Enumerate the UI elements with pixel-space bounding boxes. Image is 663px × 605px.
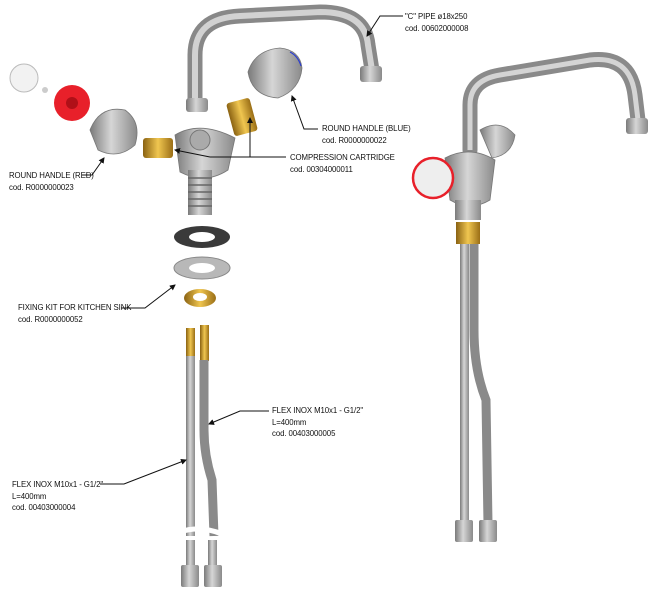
- flex-5-name: FLEX INOX M10x1 - G1/2": [272, 405, 364, 415]
- handle-blue-code: cod. R0000000022: [322, 134, 387, 145]
- flex-5-length: L=400mm: [272, 416, 307, 427]
- cartridge-name: COMPRESSION CARTRIDGE: [290, 152, 395, 162]
- compression-cartridge-top: [226, 98, 258, 136]
- handle-red-name: ROUND HANDLE (RED): [9, 170, 94, 180]
- label-fixing-kit: FIXING KIT FOR KITCHEN SINK cod. R000000…: [18, 302, 131, 325]
- label-handle-red: ROUND HANDLE (RED) cod. R0000000023: [9, 170, 94, 193]
- flex-4-name: FLEX INOX M10x1 - G1/2": [12, 479, 104, 489]
- fixing-kit-name: FIXING KIT FOR KITCHEN SINK: [18, 302, 132, 312]
- c-pipe-code: cod. 00602000008: [405, 22, 469, 33]
- fixing-kit: [173, 226, 231, 307]
- flex-4-length: L=400mm: [12, 490, 47, 501]
- assembled-faucet: [411, 51, 648, 542]
- c-pipe-name: "C" PIPE ø18x250: [405, 11, 468, 21]
- flex-hoses-exploded: [179, 325, 223, 587]
- handle-red-code: cod. R0000000023: [9, 181, 74, 192]
- label-cartridge: COMPRESSION CARTRIDGE cod. 00304000011: [290, 152, 395, 175]
- label-flex-4: FLEX INOX M10x1 - G1/2" L=400mm cod. 004…: [12, 479, 103, 514]
- label-handle-blue: ROUND HANDLE (BLUE) cod. R0000000022: [322, 123, 411, 146]
- round-handle-blue: [247, 47, 303, 99]
- flex-4-code: cod. 00403000004: [12, 502, 76, 512]
- fixing-kit-code: cod. R0000000052: [18, 313, 83, 324]
- valve-body: [174, 127, 236, 215]
- flex-5-code: cod. 00403000005: [272, 428, 336, 438]
- label-c-pipe: "C" PIPE ø18x250 cod. 00602000008: [405, 11, 468, 34]
- cartridge-code: cod. 00304000011: [290, 163, 353, 174]
- compression-cartridge-left: [143, 138, 173, 158]
- leader-lines: [82, 15, 403, 485]
- round-handle-red-parts: [9, 63, 138, 155]
- label-flex-5: FLEX INOX M10x1 - G1/2" L=400mm cod. 004…: [272, 405, 363, 440]
- handle-blue-name: ROUND HANDLE (BLUE): [322, 123, 411, 133]
- c-pipe: [186, 4, 382, 112]
